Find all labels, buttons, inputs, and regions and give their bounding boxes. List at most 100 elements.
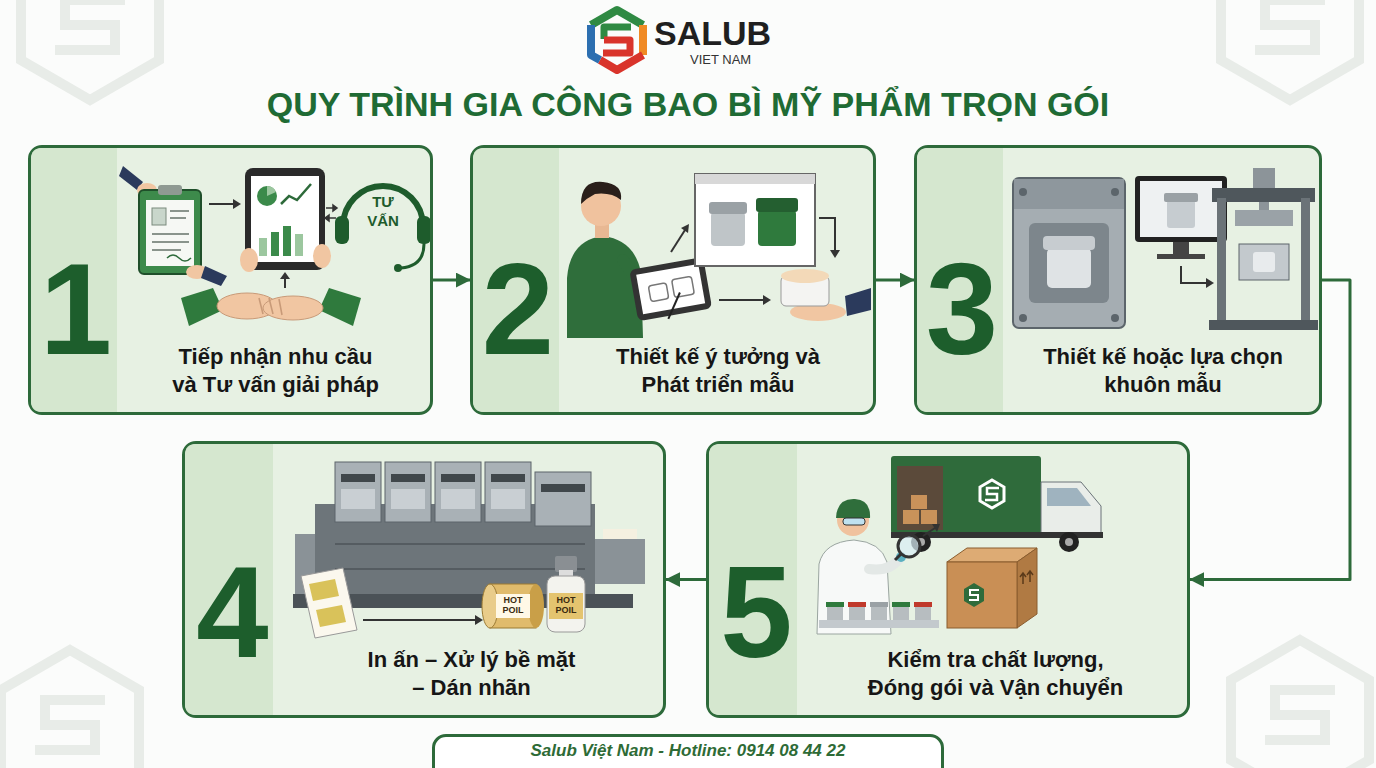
label-strip bbox=[316, 605, 346, 627]
designer-figure bbox=[581, 182, 621, 204]
clipboard-icon bbox=[146, 200, 194, 266]
press-machine bbox=[1239, 244, 1289, 280]
mold-block bbox=[1029, 223, 1109, 303]
delivery-truck bbox=[897, 466, 943, 530]
exchange-arrows bbox=[325, 215, 329, 221]
tablet-icon bbox=[648, 283, 669, 302]
handshake-icon bbox=[259, 298, 282, 315]
press-machine bbox=[1253, 252, 1275, 272]
mold-block bbox=[1014, 179, 1124, 209]
clipboard-icon bbox=[119, 166, 227, 286]
tablet-icon bbox=[313, 244, 331, 268]
clipboard-icon bbox=[139, 190, 201, 274]
quality-inspector bbox=[843, 518, 865, 525]
step-number: 3 bbox=[917, 244, 1007, 374]
caption-box: Salub Việt Nam - Hotline: 0914 08 44 22 bbox=[432, 734, 944, 768]
hot-foil-roll bbox=[490, 584, 536, 628]
flow-connector bbox=[666, 578, 706, 581]
sample-tray bbox=[826, 602, 844, 607]
handshake-icon bbox=[279, 299, 282, 315]
clipboard-icon bbox=[170, 210, 189, 212]
step-number: 1 bbox=[31, 244, 121, 374]
logo-icon bbox=[591, 10, 643, 25]
process-step-box: 1Tiếp nhận nhu cầu và Tư vấn giải pháp bbox=[28, 145, 433, 415]
watermark bbox=[35, 700, 105, 750]
delivery-truck bbox=[1041, 482, 1101, 534]
tablet-icon bbox=[267, 186, 276, 196]
tablet-icon bbox=[629, 257, 712, 324]
watermark bbox=[55, 0, 125, 50]
flow-connector bbox=[433, 279, 470, 282]
mold-block bbox=[1043, 236, 1095, 250]
cream-jar-hand bbox=[781, 269, 829, 283]
step-number: 2 bbox=[473, 244, 563, 374]
diagram-title: QUY TRÌNH GIA CÔNG BAO BÌ MỸ PHẨM TRỌN G… bbox=[0, 84, 1376, 124]
mold-block bbox=[1047, 248, 1091, 288]
logo-icon bbox=[591, 10, 643, 70]
clipboard-icon bbox=[170, 217, 186, 219]
printing-press bbox=[385, 462, 431, 522]
design-window bbox=[711, 212, 745, 246]
tablet-icon bbox=[257, 186, 277, 206]
headset-icon bbox=[394, 264, 402, 272]
printing-press bbox=[441, 489, 475, 509]
flow-arrow bbox=[209, 199, 241, 209]
flow-arrow bbox=[671, 230, 685, 252]
mold-block bbox=[1019, 314, 1027, 322]
bottle bbox=[547, 576, 585, 632]
process-step-box: 3Thiết kế hoặc lựa chọn khuôn mẫu bbox=[914, 145, 1322, 415]
clipboard-icon bbox=[152, 211, 189, 250]
flow-arrow bbox=[363, 619, 475, 621]
sample-tray bbox=[871, 606, 887, 620]
delivery-truck bbox=[891, 456, 1103, 552]
press-machine bbox=[1235, 210, 1293, 226]
mold-block bbox=[1013, 178, 1125, 328]
hot-foil-roll bbox=[528, 584, 544, 628]
printing-press bbox=[335, 462, 381, 522]
tablet-icon bbox=[251, 176, 319, 262]
clipboard-icon bbox=[201, 266, 227, 286]
design-window bbox=[695, 174, 815, 266]
designer-figure bbox=[567, 236, 643, 338]
delivery-truck bbox=[1047, 488, 1091, 506]
handshake-icon bbox=[181, 288, 361, 326]
clipboard-icon bbox=[152, 249, 181, 251]
delivery-truck bbox=[980, 480, 1004, 508]
quality-inspector bbox=[869, 559, 899, 570]
headset-icon bbox=[401, 244, 424, 268]
flow-connector bbox=[876, 279, 914, 282]
sample-tray bbox=[849, 606, 865, 620]
printing-press bbox=[603, 529, 637, 539]
quality-inspector bbox=[836, 499, 870, 518]
headset-icon bbox=[335, 216, 349, 244]
tablet-icon bbox=[672, 276, 695, 297]
quality-inspector bbox=[895, 554, 901, 560]
cream-jar-hand bbox=[781, 269, 871, 321]
flow-arrow bbox=[1181, 266, 1214, 288]
design-window bbox=[756, 198, 798, 212]
flow-arrow bbox=[819, 218, 835, 250]
flow-arrow bbox=[280, 272, 290, 279]
step-label: Tiếp nhận nhu cầu và Tư vấn giải pháp bbox=[170, 343, 382, 398]
mold-block bbox=[1111, 188, 1119, 196]
flow-arrow bbox=[719, 295, 771, 305]
step-number: 5 bbox=[709, 547, 804, 677]
monitor-icon bbox=[1173, 242, 1189, 254]
delivery-truck bbox=[985, 488, 999, 500]
flow-arrow bbox=[830, 250, 840, 258]
flow-arrow bbox=[475, 615, 483, 625]
process-step-box: 4In ấn – Xử lý bề mặt – Dán nhãn bbox=[182, 441, 666, 718]
flow-arrow bbox=[284, 278, 286, 288]
shipping-box bbox=[947, 548, 1037, 628]
headset-icon bbox=[417, 216, 430, 244]
illustration-label: TƯ VẤN bbox=[358, 192, 408, 230]
headset-icon bbox=[335, 186, 430, 272]
printing-press bbox=[341, 489, 375, 509]
cream-jar-hand bbox=[845, 288, 871, 316]
label-strip bbox=[301, 568, 357, 638]
monitor-icon bbox=[1140, 181, 1222, 237]
flow-arrow bbox=[819, 218, 840, 258]
flow-connector bbox=[1190, 280, 1350, 580]
quality-inspector bbox=[898, 535, 920, 557]
exchange-arrows bbox=[326, 207, 333, 209]
